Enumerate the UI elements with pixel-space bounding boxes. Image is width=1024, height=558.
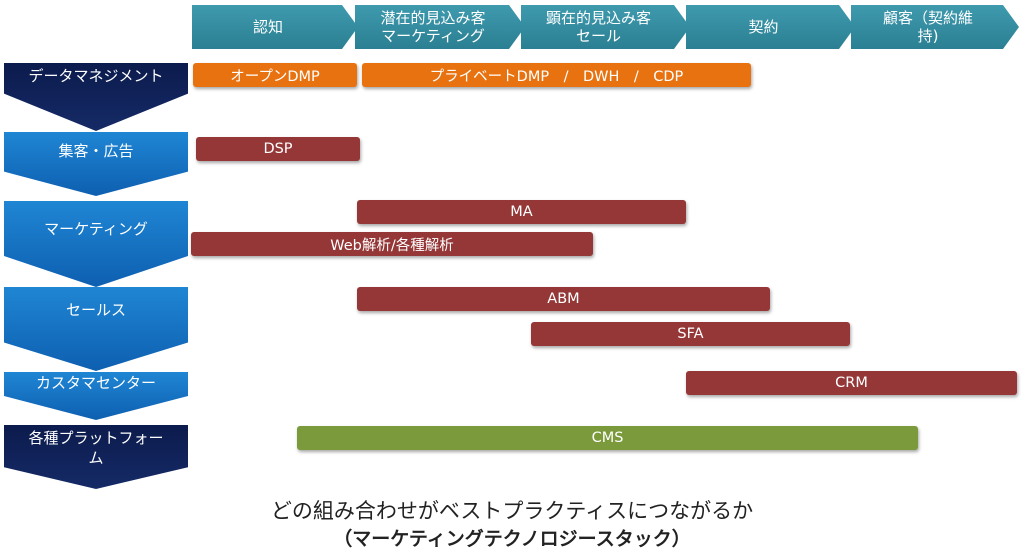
- footer-question: どの組み合わせがベストプラクティスにつながるか: [270, 499, 754, 523]
- footer-subtitle: （マーケティングテクノロジースタック）: [333, 528, 691, 550]
- row-marketing: マーケティング: [4, 201, 188, 287]
- row-acquisition-advertising: 集客・広告: [4, 132, 188, 196]
- stage-active-prospect-sales: 顕在的見込み客 セール: [521, 5, 690, 49]
- bar-label: CRM: [835, 375, 868, 391]
- stage-awareness: 認知: [192, 5, 358, 49]
- stage-latent-prospect-marketing: 潜在的見込み客 マーケティング: [355, 5, 525, 49]
- row-label-text: マーケティング: [44, 220, 148, 238]
- bar-label: MA: [510, 204, 533, 220]
- stage-label: 契約: [748, 18, 779, 36]
- row-data-management: データマネジメント: [4, 63, 188, 131]
- bar-private-dmp-dwh-cdp: プライベートDMP / DWH / CDP: [362, 63, 751, 87]
- row-label-text: 集客・広告: [58, 142, 134, 160]
- stage-label: 潜在的見込み客 マーケティング: [380, 9, 486, 45]
- bar-crm: CRM: [686, 371, 1017, 395]
- stage-label: 顧客（契約維 持): [882, 9, 973, 45]
- bar-ma: MA: [357, 200, 686, 224]
- row-label-text: セールス: [65, 301, 126, 319]
- row-platforms: 各種プラットフォーム: [4, 425, 188, 489]
- bar-open-dmp: オープンDMP: [193, 63, 357, 87]
- bar-sfa: SFA: [531, 322, 850, 346]
- stage-label: 認知: [252, 18, 283, 36]
- bar-label: DSP: [263, 141, 293, 157]
- bar-dsp: DSP: [196, 137, 360, 161]
- bar-label: CMS: [591, 430, 624, 446]
- stage-customer-retention: 顧客（契約維 持): [851, 5, 1019, 49]
- bar-label: プライベートDMP / DWH / CDP: [429, 68, 684, 85]
- row-sales: セールス: [4, 287, 188, 371]
- row-label-text: データマネジメント: [28, 67, 164, 85]
- bar-label: SFA: [677, 326, 704, 342]
- bar-label: ABM: [547, 291, 580, 307]
- bar-label: オープンDMP: [230, 68, 320, 85]
- bar-cms: CMS: [297, 426, 918, 450]
- bar-web-analysis: Web解析/各種解析: [191, 232, 593, 256]
- row-label-text: カスタマセンター: [35, 374, 156, 392]
- bar-abm: ABM: [357, 287, 770, 311]
- stage-contract: 契約: [686, 5, 855, 49]
- stage-label: 顕在的見込み客 セール: [545, 9, 651, 45]
- bar-label: Web解析/各種解析: [330, 237, 454, 254]
- row-customer-center: カスタマセンター: [4, 372, 188, 420]
- row-label-text: 各種プラットフォーム: [28, 429, 164, 467]
